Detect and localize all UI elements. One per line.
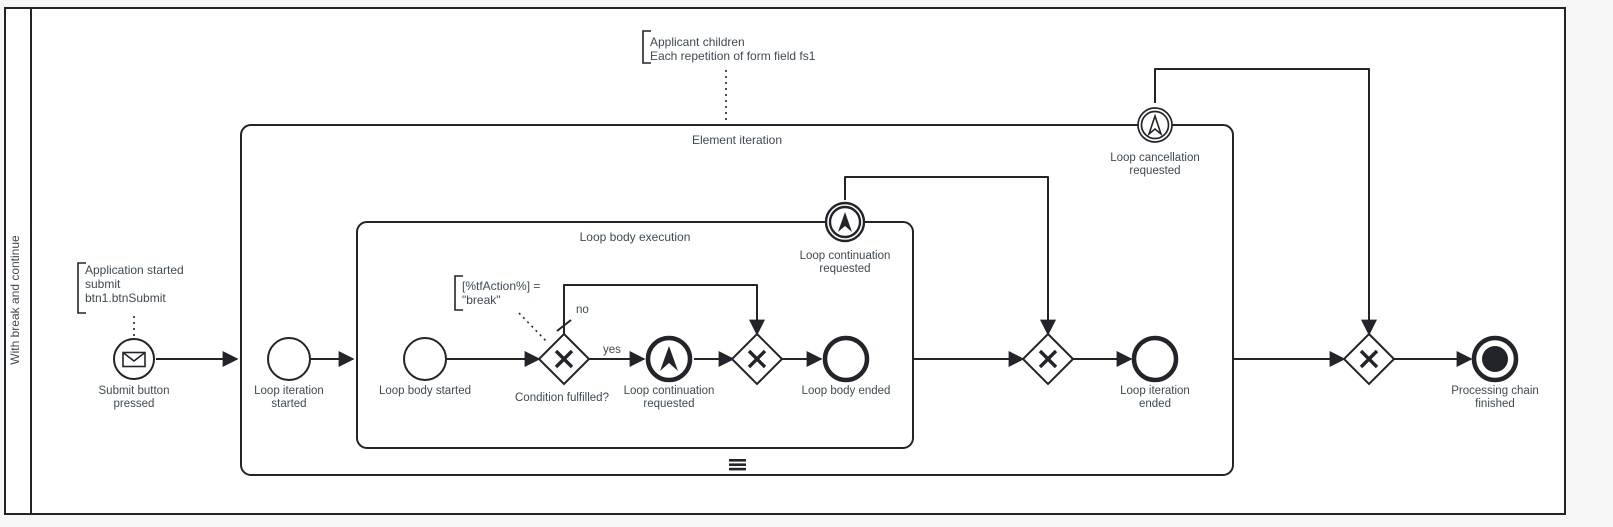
boundary-event-inner-circle	[828, 205, 862, 239]
event-submit-button-pressed[interactable]: Submit button pressed	[99, 338, 170, 410]
flow-label-no: no	[576, 304, 589, 316]
annotation-line-1: Applicant children	[650, 35, 745, 49]
escalation-arrow-icon	[838, 212, 852, 232]
subprocess-element-iteration-label: Element iteration	[692, 133, 782, 147]
subprocess-loop-body[interactable]	[356, 221, 914, 449]
start-event-circle	[267, 337, 311, 381]
x-icon	[554, 349, 574, 369]
annotation-bracket	[454, 275, 463, 311]
default-flow-marker	[556, 319, 572, 332]
x-icon	[747, 349, 767, 369]
event-label-line-2: pressed	[114, 398, 155, 410]
annotation-line-1: [%tfAction%] =	[462, 279, 540, 293]
filled-circle-icon	[1482, 346, 1508, 372]
x-icon	[1038, 349, 1058, 369]
annotation-bracket	[77, 262, 86, 314]
annotation-line-2: "break"	[462, 293, 501, 307]
annotation-application-started[interactable]: Application started submit btn1.btnSubmi…	[77, 262, 184, 339]
event-loop-iteration-started[interactable]: Loop iteration started	[254, 337, 324, 410]
event-loop-continuation-requested-throw[interactable]: Loop continuation requested	[624, 335, 715, 410]
event-label-line-1: Loop cancellation	[1110, 152, 1200, 164]
escalation-arrow-icon	[660, 346, 678, 371]
event-label-line-1: Loop continuation	[800, 250, 891, 262]
event-label-line-2: requested	[1129, 165, 1180, 177]
event-label: Loop body started	[379, 385, 471, 397]
event-label-line-1: Processing chain	[1451, 385, 1539, 397]
boundary-event-outer-circle	[1137, 107, 1173, 143]
event-label-line-1: Submit button	[99, 385, 170, 397]
event-label-line-1: Loop continuation	[624, 385, 715, 397]
annotation-line-2: Each repetition of form field fs1	[650, 49, 816, 63]
event-label-line-2: started	[271, 398, 306, 410]
event-loop-iteration-ended[interactable]: Loop iteration ended	[1120, 335, 1190, 410]
flow-label-yes: yes	[603, 344, 621, 356]
annotation-applicant-children[interactable]: Applicant children Each repetition of fo…	[642, 30, 816, 124]
annotation-line-1: Application started	[85, 263, 184, 277]
event-label-line-2: requested	[819, 263, 870, 275]
event-label-line-2: ended	[1139, 398, 1171, 410]
gateway-merge-loop-body[interactable]	[730, 332, 784, 386]
pool-title: With break and continue	[8, 235, 22, 365]
event-processing-chain-finished[interactable]: Processing chain finished	[1451, 335, 1539, 410]
escalation-arrow-icon	[1147, 113, 1163, 137]
x-icon	[1359, 349, 1379, 369]
event-label-line-1: Loop iteration	[254, 385, 324, 397]
annotation-association	[518, 312, 549, 344]
gateway-merge-element-iteration[interactable]	[1021, 332, 1075, 386]
annotation-line-2: submit	[85, 277, 121, 291]
annotation-line-3: btn1.btnSubmit	[85, 291, 166, 305]
gateway-condition-fulfilled[interactable]: Condition fulfilled?	[515, 332, 609, 404]
flow-continuation-boundary-to-merge	[844, 176, 1056, 336]
sequential-multi-instance-icon	[729, 459, 746, 471]
sequence-flows	[156, 68, 1473, 367]
event-label: Loop body ended	[802, 385, 891, 397]
end-event-circle	[822, 335, 870, 383]
gateway-label: Condition fulfilled?	[515, 392, 609, 404]
event-label-line-2: finished	[1475, 398, 1515, 410]
event-loop-body-ended[interactable]: Loop body ended	[802, 335, 891, 397]
start-event-circle	[403, 337, 447, 381]
annotation-tfaction-break[interactable]: [%tfAction%] = "break"	[454, 275, 549, 344]
gateway-merge-final[interactable]	[1342, 332, 1396, 386]
boundary-event-inner-circle	[1140, 110, 1170, 140]
flow-cancellation-boundary-to-final	[1154, 68, 1377, 336]
annotation-bracket	[642, 30, 651, 64]
envelope-icon	[122, 351, 146, 368]
event-loop-continuation-requested-boundary[interactable]: Loop continuation requested	[800, 201, 891, 275]
flow-no	[563, 284, 765, 336]
event-loop-cancellation-requested-boundary[interactable]: Loop cancellation requested	[1110, 107, 1200, 177]
event-loop-body-started[interactable]: Loop body started	[379, 337, 471, 397]
event-label-line-2: requested	[643, 398, 694, 410]
event-label-line-1: Loop iteration	[1120, 385, 1190, 397]
end-event-circle	[1131, 335, 1179, 383]
subprocess-loop-body-label: Loop body execution	[580, 230, 691, 244]
